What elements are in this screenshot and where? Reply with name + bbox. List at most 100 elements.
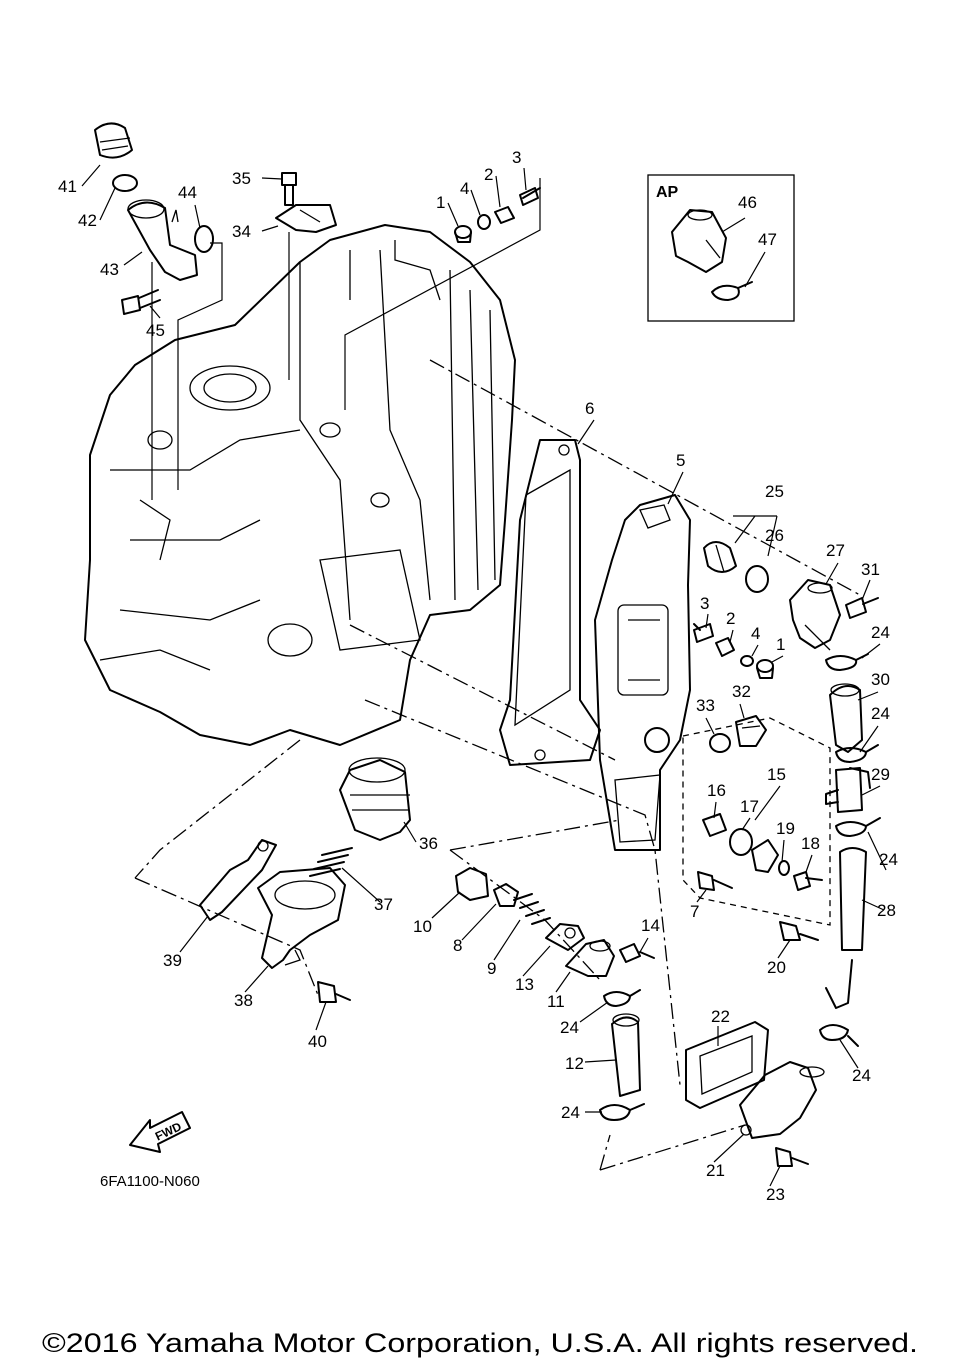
part-45-bolt: [121, 289, 161, 315]
callout-43: 43: [100, 260, 119, 279]
callout-16: 16: [707, 781, 726, 800]
callout-1-top: 1: [436, 193, 445, 212]
part-2-collar-mid: [715, 637, 735, 657]
part-41-cap: [94, 122, 133, 159]
part-25-thermostat: [703, 541, 737, 573]
part-34-bracket: [275, 204, 337, 233]
part-4-ring-mid: [740, 655, 754, 667]
callout-21: 21: [706, 1161, 725, 1180]
part-6-gasket: [499, 439, 601, 766]
part-10-sleeve: [455, 867, 489, 901]
callout-labels: 41 42 43 44 45 35 34 1 4 2 3 46 47 6 5 2…: [58, 148, 898, 1204]
part-22-gasket: [685, 1021, 769, 1109]
part-38-bracket: [257, 867, 346, 969]
part-29-joint: [825, 767, 871, 813]
leader-lines: [81, 164, 887, 1187]
part-40-bolt: [317, 981, 351, 1003]
part-24-clamp-f: [599, 1103, 645, 1121]
diagram-code: 6FA1100-N060: [100, 1173, 200, 1190]
callout-42: 42: [78, 211, 97, 230]
part-2-collar-top: [494, 206, 515, 224]
part-43-oil-filler: [127, 199, 198, 281]
part-42-o-ring: [112, 174, 138, 192]
part-47-clip: [711, 281, 753, 301]
callout-11: 11: [547, 992, 565, 1011]
part-1-plug-mid: [756, 659, 774, 679]
callout-5: 5: [676, 451, 685, 470]
callout-31: 31: [861, 560, 880, 579]
callout-22: 22: [711, 1007, 730, 1026]
callout-10: 10: [413, 917, 432, 936]
part-12-hose: [611, 1013, 641, 1097]
part-24-clamp-d: [819, 1024, 859, 1047]
callout-32: 32: [732, 682, 751, 701]
part-27-housing: [789, 579, 841, 651]
part-46-housing: [671, 209, 727, 273]
callout-26: 26: [765, 526, 784, 545]
callout-1-mid: 1: [776, 635, 785, 654]
callout-9: 9: [487, 959, 496, 978]
part-23-bolt: [775, 1147, 809, 1167]
part-9-spring: [513, 893, 551, 925]
callout-8: 8: [453, 936, 462, 955]
callout-19: 19: [776, 819, 795, 838]
callout-33: 33: [696, 696, 715, 715]
callout-18: 18: [801, 834, 820, 853]
part-30-hose: [829, 683, 863, 753]
part-24-clamp-a: [825, 653, 869, 671]
callout-45: 45: [146, 321, 165, 340]
fwd-arrow-icon: FWD: [129, 1111, 191, 1153]
callout-28: 28: [877, 901, 896, 920]
callout-15: 15: [767, 765, 786, 784]
part-19-spring: [751, 839, 779, 873]
callout-25: 25: [765, 482, 784, 501]
part-21-housing: [739, 1061, 825, 1139]
part-4-ring-top: [477, 214, 491, 230]
callout-27: 27: [826, 541, 845, 560]
cylinder-block: [84, 224, 516, 746]
part-8-valve: [493, 883, 519, 907]
callout-14: 14: [641, 916, 660, 935]
part-14-bolt: [619, 943, 655, 963]
part-32-cap: [735, 715, 767, 747]
part-18-bolt: [793, 871, 823, 891]
part-37-spring: [309, 847, 353, 877]
part-11-housing: [565, 939, 615, 977]
part-36-oil-filter: [339, 757, 411, 841]
part-13-gasket: [545, 923, 585, 951]
callout-3-top: 3: [512, 148, 521, 167]
part-44-o-ring: [194, 225, 214, 253]
callout-30: 30: [871, 670, 890, 689]
callout-46: 46: [738, 193, 757, 212]
callout-41: 41: [58, 177, 77, 196]
callout-44: 44: [178, 183, 197, 202]
part-19-washer: [778, 860, 790, 876]
callout-39: 39: [163, 951, 182, 970]
ap-label: AP: [656, 184, 679, 201]
part-31-bolt: [845, 597, 879, 619]
callout-7: 7: [690, 902, 699, 921]
part-33-seal: [709, 733, 731, 753]
callout-38: 38: [234, 991, 253, 1010]
part-17-seal: [729, 828, 753, 856]
callout-23: 23: [766, 1185, 785, 1204]
callout-24-a: 24: [871, 623, 890, 642]
part-20-bolt: [779, 921, 819, 941]
part-39-gasket: [199, 839, 277, 921]
part-24-clamp-e: [603, 989, 641, 1007]
callout-36: 36: [419, 834, 438, 853]
callout-24-b: 24: [871, 704, 890, 723]
callout-24-d: 24: [852, 1066, 871, 1085]
callout-12: 12: [565, 1054, 584, 1073]
ap-inset: AP: [647, 174, 795, 322]
callout-40: 40: [308, 1032, 327, 1051]
callout-24-f: 24: [561, 1103, 580, 1122]
part-3-bolt-top: [519, 187, 541, 206]
part-3-bolt-mid: [693, 623, 714, 643]
callout-47: 47: [758, 230, 777, 249]
callout-34: 34: [232, 222, 251, 241]
part-26-gasket: [745, 565, 769, 593]
callout-17: 17: [740, 797, 759, 816]
callout-24-c: 24: [879, 850, 898, 869]
